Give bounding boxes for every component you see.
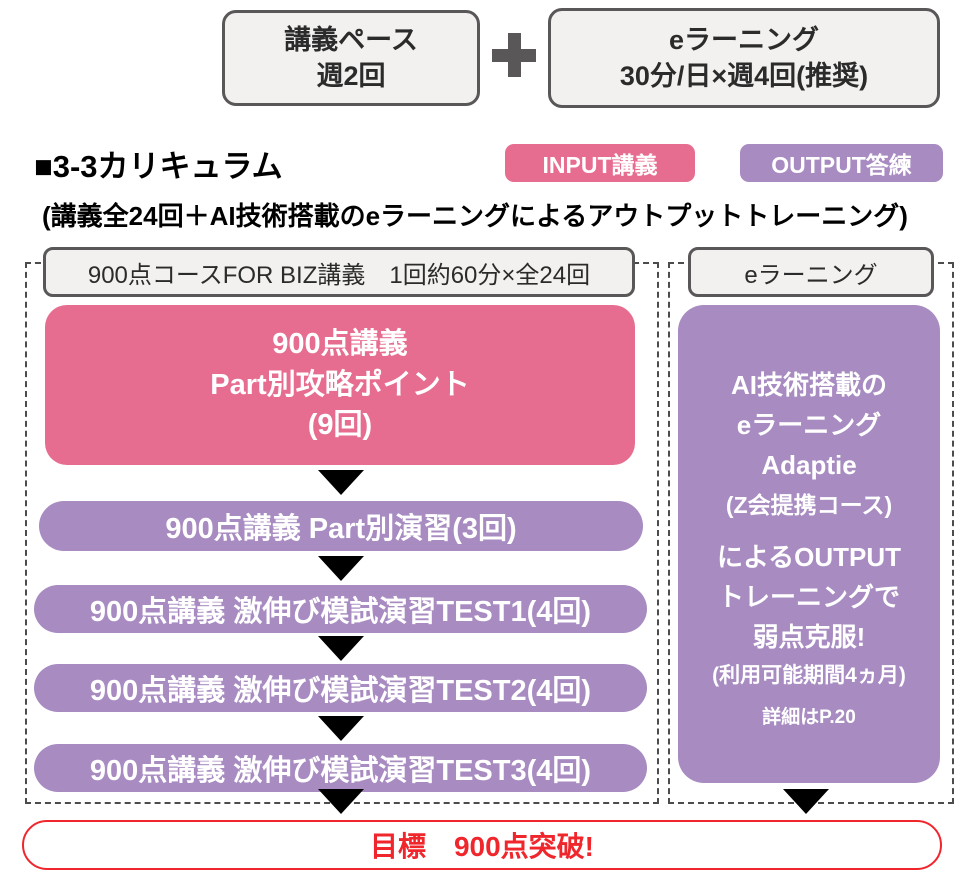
down-arrow-icon xyxy=(318,716,364,741)
down-arrow-icon xyxy=(318,556,364,581)
section-subtitle: (講義全24回＋AI技術搭載のeラーニングによるアウトプットトレーニング) xyxy=(42,201,908,231)
elearning-line2: eラーニング xyxy=(736,410,882,440)
lecture-pace-line2: 週2回 xyxy=(316,61,386,91)
main-lecture-line3: (9回) xyxy=(307,409,373,442)
elearning-line5: によるOUTPUT xyxy=(716,542,902,572)
elearning-pace-line1: eラーニング xyxy=(668,24,820,55)
step-pill-test2: 900点講義 激伸び模試演習TEST2(4回) xyxy=(34,664,647,712)
elearning-pace-box: eラーニング 30分/日×週4回(推奨) xyxy=(548,8,940,108)
down-arrow-icon xyxy=(318,470,364,495)
elearning-pace-line2: 30分/日×週4回(推奨) xyxy=(619,61,869,91)
lecture-column-header: 900点コースFOR BIZ講義 1回約60分×全24回 xyxy=(43,247,635,297)
down-arrow-icon xyxy=(318,636,364,661)
elearning-line1: AI技術搭載の xyxy=(730,370,887,400)
main-lecture-line1: 900点講義 xyxy=(272,328,408,361)
main-lecture-box: 900点講義 Part別攻略ポイント (9回) xyxy=(45,305,635,465)
elearning-detail-page-ref: 詳細はP.20 xyxy=(762,707,856,728)
elearning-line6: トレーニングで xyxy=(717,582,900,612)
section-title: ■3-3カリキュラム xyxy=(34,149,283,184)
lecture-pace-line1: 講義ペース xyxy=(284,24,418,55)
down-arrow-icon xyxy=(783,789,829,814)
elearning-line3: Adaptie xyxy=(761,450,857,480)
main-lecture-line2: Part別攻略ポイント xyxy=(210,368,470,401)
elearning-line4: (Z会提携コース) xyxy=(725,492,893,518)
lecture-pace-box: 講義ペース 週2回 xyxy=(222,10,480,106)
goal-box: 目標 900点突破! xyxy=(22,820,942,870)
step-pill-part-practice: 900点講義 Part別演習(3回) xyxy=(39,501,643,551)
elearning-line7: 弱点克服! xyxy=(752,622,866,652)
plus-icon xyxy=(492,33,536,77)
step-pill-test3: 900点講義 激伸び模試演習TEST3(4回) xyxy=(34,744,647,792)
elearning-line8: (利用可能期間4ヵ月) xyxy=(712,664,906,687)
output-practice-badge: OUTPUT答練 xyxy=(740,144,943,182)
down-arrow-icon xyxy=(318,789,364,814)
elearning-column-header: eラーニング xyxy=(688,247,934,297)
input-lecture-badge: INPUT講義 xyxy=(505,144,695,182)
step-pill-test1: 900点講義 激伸び模試演習TEST1(4回) xyxy=(34,585,647,633)
elearning-detail-box: AI技術搭載の eラーニング Adaptie (Z会提携コース) によるOUTP… xyxy=(678,305,940,783)
